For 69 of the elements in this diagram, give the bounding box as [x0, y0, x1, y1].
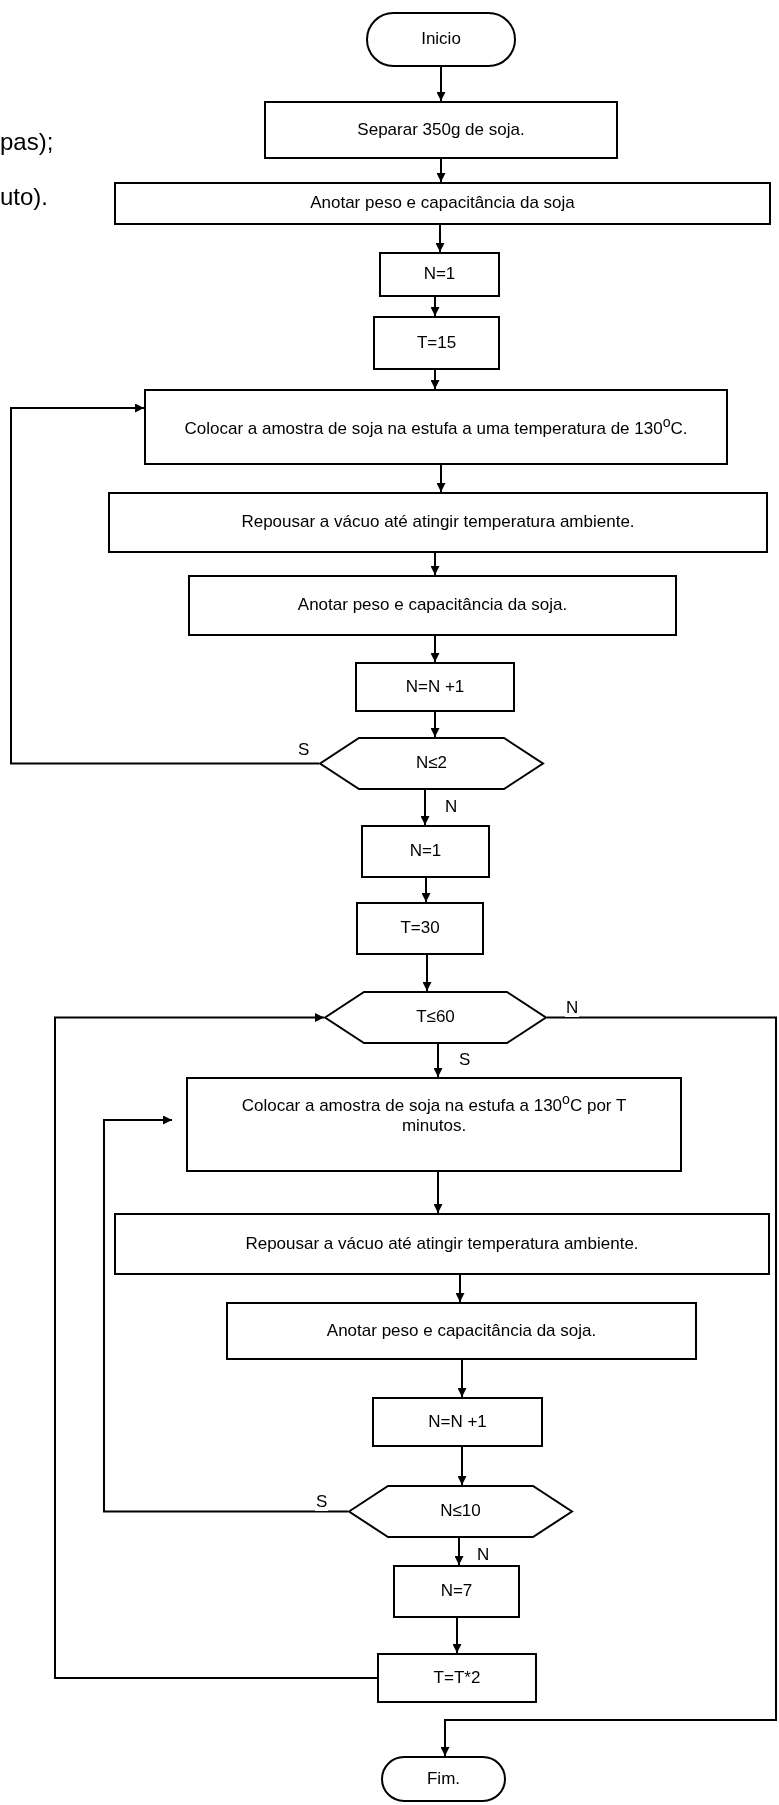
arrow [54, 1013, 378, 1679]
edge-label: N [565, 998, 580, 1017]
note-text: pas); [0, 130, 54, 154]
arrow [10, 403, 320, 765]
arrow [457, 1446, 467, 1486]
process-box [373, 316, 500, 370]
process-box [361, 825, 490, 878]
step-text: N≤2 [414, 753, 449, 774]
process-box [356, 902, 484, 955]
step-text: N=N +1 [427, 1411, 488, 1433]
decision-hexagon [324, 991, 547, 1044]
step-text: N=1 [422, 264, 457, 285]
step-text: Anotar peso e capacitância da soja. [325, 1320, 598, 1342]
arrow [436, 158, 446, 183]
process-box [379, 252, 500, 297]
step-text: Colocar a amostra de soja na estufa a uma temperatura de 130$^{o}$C. [183, 414, 689, 440]
arrow [440, 1016, 777, 1757]
arrow [436, 66, 446, 102]
arrow [430, 296, 440, 317]
note-text: uto). [0, 185, 49, 209]
process-box [355, 662, 515, 712]
step-text: N=7 [439, 1581, 474, 1602]
step-text: T≤60 [415, 1007, 456, 1028]
arrow [430, 369, 440, 390]
arrow [422, 954, 432, 992]
arrow [421, 877, 431, 903]
process-box [114, 1213, 770, 1275]
edge-label: S [315, 1492, 329, 1511]
process-box [186, 1077, 682, 1172]
process-box [188, 575, 677, 636]
step-text: Repousar a vácuo até atingir temperatura ambiente. [244, 1233, 640, 1255]
step-text: T=T*2 [432, 1667, 482, 1689]
step-text: Anotar peso e capacitância da soja [309, 193, 576, 214]
arrow [420, 789, 430, 826]
arrow [433, 1171, 443, 1214]
step-text: N≤10 [439, 1501, 482, 1522]
step-text: Colocar a amostra de soja na estufa a 130$^{o}$C por T minutos. [240, 1091, 628, 1137]
terminal-node [366, 12, 516, 67]
step-text: T=30 [399, 918, 441, 939]
process-box [393, 1565, 520, 1618]
step-text: Separar 350g de soja. [356, 119, 526, 141]
arrow [454, 1537, 464, 1566]
step-text: N=1 [408, 841, 443, 862]
step-text: N=N +1 [404, 676, 466, 698]
arrow [455, 1274, 465, 1303]
arrow [433, 1043, 443, 1078]
process-box [108, 492, 768, 553]
arrow [430, 635, 440, 663]
arrow [430, 552, 440, 576]
step-text: T=15 [415, 332, 458, 354]
step-text: Anotar peso e capacitância da soja. [296, 595, 569, 616]
arrow [435, 224, 445, 253]
arrow [103, 1115, 349, 1513]
decision-hexagon [319, 737, 544, 790]
terminal-node [381, 1756, 506, 1802]
step-text: Inicio [420, 29, 462, 50]
process-box [144, 389, 728, 465]
process-box [226, 1302, 697, 1360]
process-box [264, 101, 618, 159]
arrow [457, 1359, 467, 1398]
arrow [430, 711, 440, 738]
step-text: Fim. [425, 1768, 461, 1790]
process-box [114, 182, 771, 225]
process-box [377, 1653, 537, 1703]
process-box [372, 1397, 543, 1447]
arrow [452, 1617, 462, 1654]
arrow [436, 464, 446, 493]
step-text: Repousar a vácuo até atingir temperatura ambiente. [240, 512, 636, 533]
decision-hexagon [348, 1485, 573, 1538]
